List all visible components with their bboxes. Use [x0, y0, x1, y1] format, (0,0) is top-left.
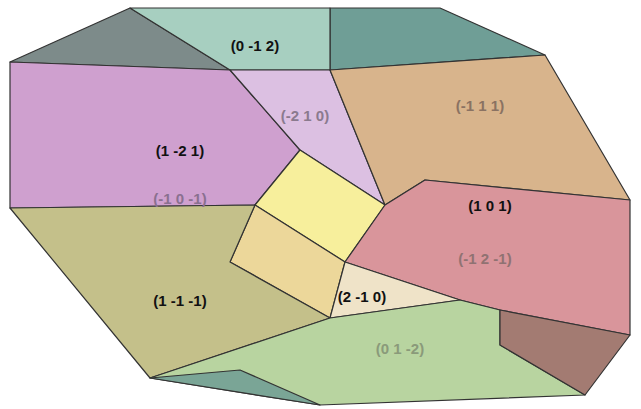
crystal-face — [130, 8, 330, 70]
miller-index: (1 0 1) — [468, 198, 511, 213]
back-face — [330, 55, 630, 205]
miller-index: (-1 0 -1) — [153, 191, 206, 206]
miller-index: (-1 2 -1) — [458, 251, 511, 266]
back-face — [500, 310, 630, 395]
miller-index: (1 -1 -1) — [153, 293, 206, 308]
back-face — [150, 370, 320, 405]
miller-index: (0 1 -2) — [376, 341, 424, 356]
miller-index: (2 -1 0) — [338, 289, 386, 304]
miller-index: (-1 1 1) — [456, 98, 504, 113]
miller-index: (-2 1 0) — [281, 108, 329, 123]
miller-index: (0 -1 2) — [231, 38, 279, 53]
miller-index: (1 -2 1) — [156, 143, 204, 158]
